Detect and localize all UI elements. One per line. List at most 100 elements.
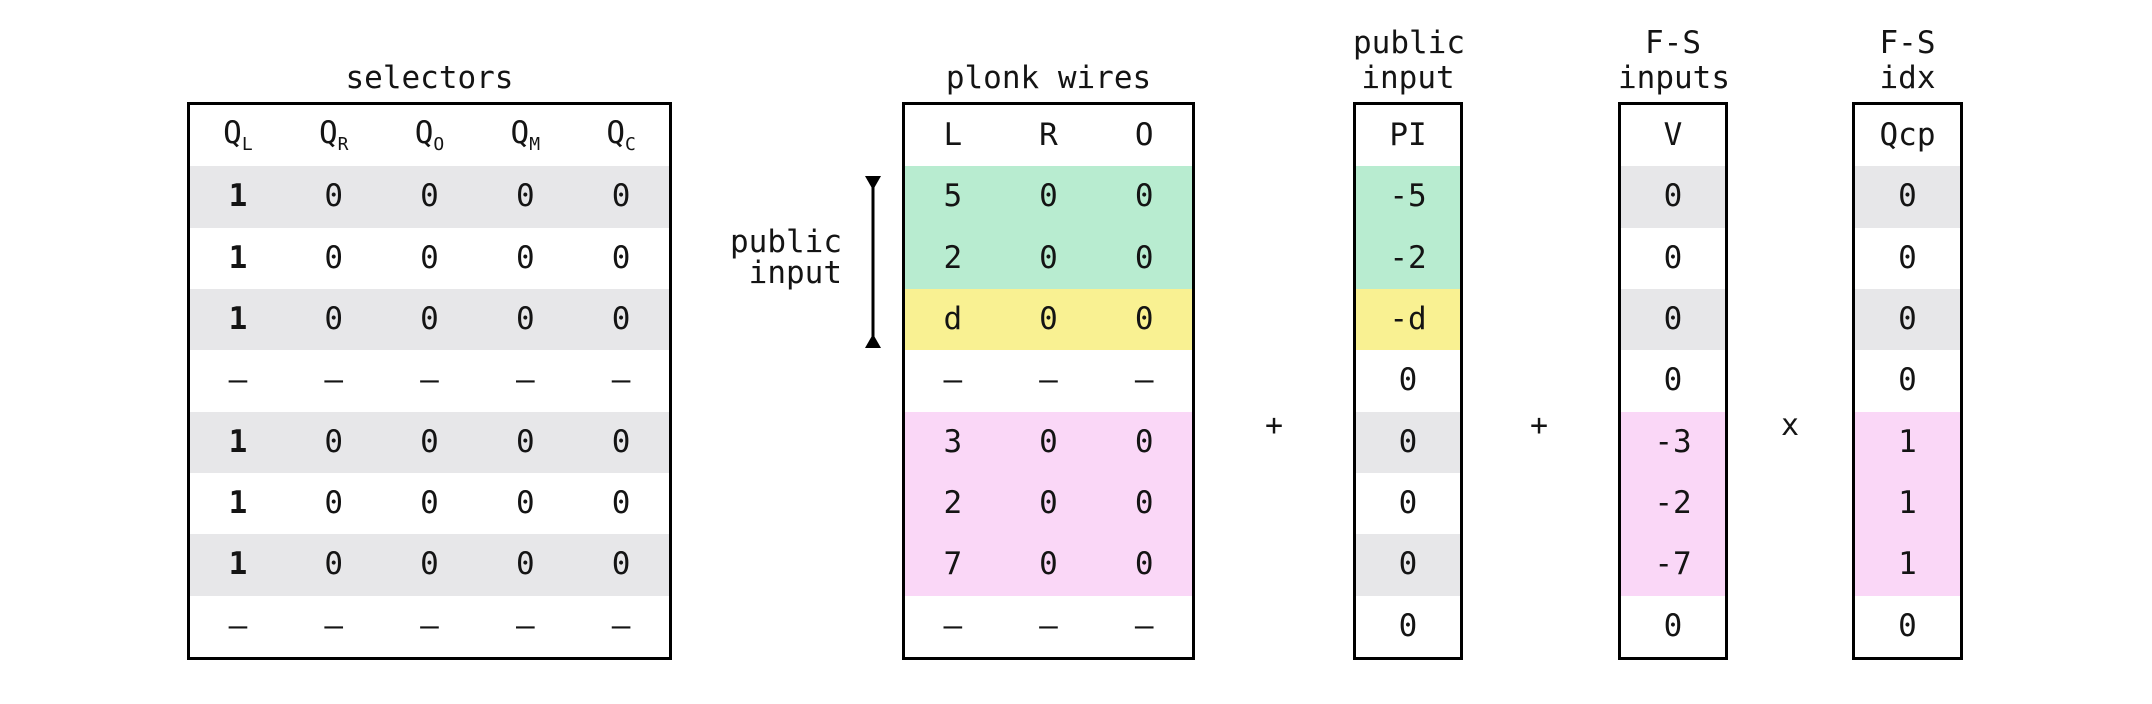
selectors-cell-4-2: –: [420, 362, 439, 399]
plonk-wires-row-6: 2 0 0: [905, 472, 1192, 535]
plonk-wires-cell-3-1: 0: [1039, 301, 1058, 338]
fs-idx-row-6: 1: [1855, 472, 1960, 535]
selectors-cell-6-4: 0: [611, 485, 631, 522]
selectors-header-subscript-1: R: [337, 133, 349, 155]
fs-idx-row-2: 0: [1855, 227, 1960, 289]
plonk-wires-cell-3-2: 0: [1134, 301, 1154, 338]
selectors-cell-4-4: –: [611, 362, 631, 399]
plus-operator-1: +: [1264, 408, 1284, 443]
public-input-table: PI -5 -2 -d 0 0 0 0 0: [1353, 102, 1463, 660]
public-input-cell-3-0: -d: [1389, 301, 1427, 338]
selectors-cell-3-2: 0: [420, 301, 439, 338]
selectors-cell-6-2: 0: [420, 485, 439, 522]
fs-idx-cell-8-0: 0: [1898, 607, 1917, 644]
public-input-cell-1-0: -5: [1389, 178, 1427, 215]
range-bracket-icon: [865, 176, 881, 348]
plonk-wires-cell-5-2: 0: [1134, 423, 1154, 460]
fs-inputs-row-5: -3: [1621, 411, 1725, 473]
fs-inputs-cell-4-0: 0: [1663, 362, 1683, 399]
fs-inputs-row-1: 0: [1621, 166, 1725, 228]
public-input-row-4: 0: [1356, 350, 1460, 412]
public-input-row-5: 0: [1356, 411, 1460, 473]
plonk-wires-cell-6-0: 2: [943, 485, 963, 522]
public-input-cell-5-0: 0: [1398, 423, 1418, 460]
selectors-header-cell-0: QL: [223, 114, 253, 155]
plonk-wires-cell-6-2: 0: [1134, 485, 1154, 522]
public-input-cell-6-0: 0: [1398, 485, 1418, 522]
selectors-header-cell-3: QM: [510, 114, 541, 155]
plonk-wires-cell-8-0: –: [943, 607, 963, 644]
selectors-cell-3-1: 0: [324, 301, 344, 338]
selectors-cell-3-4: 0: [611, 301, 631, 338]
public-input-cell-8-0: 0: [1398, 607, 1418, 644]
selectors-cell-4-1: –: [324, 362, 344, 399]
fs-inputs-cell-7-0: -7: [1654, 546, 1692, 583]
fs-inputs-cell-6-0: -2: [1654, 485, 1692, 522]
selectors-cell-1-0: 1: [228, 178, 248, 215]
plonk-wires-cell-8-1: –: [1039, 607, 1058, 644]
fs-idx-title-line-2: idx: [1879, 60, 1936, 96]
fs-inputs-cell-5-0: -3: [1654, 423, 1692, 460]
selectors-row-6: 1 0 0 0 0: [190, 472, 669, 535]
selectors-cell-6-3: 0: [515, 485, 535, 522]
fs-inputs-row-8: 0: [1621, 595, 1725, 657]
fs-idx-cell-3-0: 0: [1898, 301, 1917, 338]
public-input-cell-2-0: -2: [1389, 239, 1427, 276]
public-input-header-row: PI: [1356, 105, 1460, 166]
selectors-header-subscript-3: M: [529, 133, 541, 155]
selectors-cell-5-2: 0: [420, 423, 439, 460]
selectors-header-cell-2: QO: [414, 114, 445, 155]
fs-idx-row-8: 0: [1855, 595, 1960, 657]
selectors-cell-7-2: 0: [420, 546, 439, 583]
fs-idx-row-5: 1: [1855, 411, 1960, 473]
selectors-header-subscript-0: L: [241, 133, 253, 155]
selectors-cell-6-1: 0: [324, 485, 344, 522]
fs-inputs-cell-1-0: 0: [1663, 178, 1683, 215]
fs-inputs-row-2: 0: [1621, 227, 1725, 289]
fs-idx-header-row: Qcp: [1855, 105, 1960, 166]
selectors-cell-5-4: 0: [611, 423, 631, 460]
plonk-wires-cell-7-1: 0: [1039, 546, 1058, 583]
plonk-wires-cell-5-0: 3: [943, 423, 963, 460]
public-input-annotation: public input: [642, 227, 842, 289]
selectors-cell-5-1: 0: [324, 423, 344, 460]
public-input-row-2: -2: [1356, 227, 1460, 289]
selectors-header-cell-1: QR: [318, 114, 349, 155]
selectors-row-4: –––––: [190, 350, 669, 412]
plonk-wires-cell-1-2: 0: [1134, 178, 1154, 215]
selectors-cell-4-3: –: [515, 362, 535, 399]
selectors-cell-6-0: 1: [228, 485, 248, 522]
plonk-wires-cell-8-2: –: [1134, 607, 1154, 644]
selectors-cell-8-4: –: [611, 607, 631, 644]
plonk-wires-cell-6-1: 0: [1039, 485, 1058, 522]
fs-idx-title-line-1: F-S: [1879, 25, 1936, 61]
fs-inputs-title-line-2: inputs: [1618, 60, 1730, 96]
selectors-row-8: –––––: [190, 595, 669, 657]
selectors-title: selectors: [187, 61, 672, 96]
selectors-cell-8-2: –: [420, 607, 439, 644]
plonk-wires-title: plonk wires: [902, 61, 1195, 96]
public-input-row-7: 0: [1356, 534, 1460, 596]
public-input-row-6: 0: [1356, 472, 1460, 535]
plonk-wires-cell-4-0: –: [943, 362, 963, 399]
public-input-cell-4-0: 0: [1398, 362, 1418, 399]
selectors-cell-5-3: 0: [515, 423, 535, 460]
multiply-operator: x: [1780, 408, 1800, 443]
fs-idx-cell-1-0: 0: [1898, 178, 1917, 215]
plonk-wires-cell-2-2: 0: [1134, 239, 1154, 276]
fs-inputs-row-6: -2: [1621, 472, 1725, 535]
fs-idx-row-7: 1: [1855, 534, 1960, 596]
public-input-row-3: -d: [1356, 288, 1460, 351]
plonk-wires-header-cell-0: L: [943, 117, 963, 154]
plonk-wires-cell-1-1: 0: [1039, 178, 1058, 215]
fs-idx-cell-6-0: 1: [1898, 485, 1917, 522]
